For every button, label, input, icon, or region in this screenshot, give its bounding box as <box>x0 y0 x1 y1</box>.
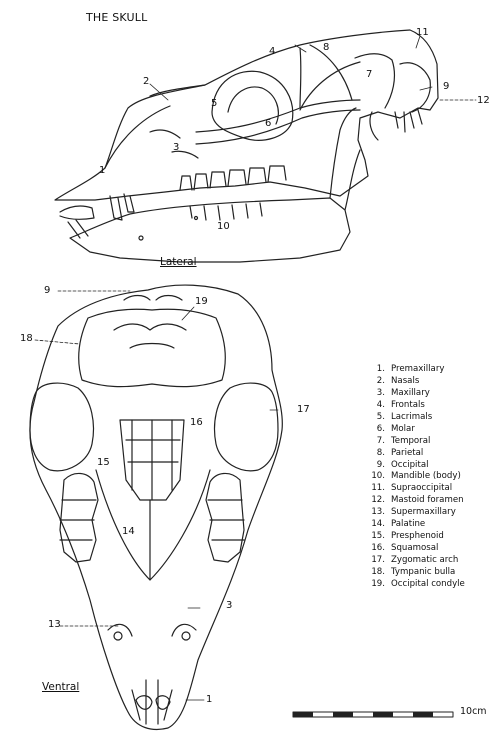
legend-item: 4.Frontals <box>361 400 491 412</box>
lateral-label-11: 11 <box>416 28 429 38</box>
legend-item: 18.Tympanic bulla <box>361 567 491 579</box>
ventral-view-label: Ventral <box>42 681 79 693</box>
lateral-label-2: 2 <box>143 77 149 87</box>
legend-item: 10.Mandible (body) <box>361 471 491 483</box>
ventral-label-15: 15 <box>97 458 110 468</box>
legend-item: 17.Zygomatic arch <box>361 555 491 567</box>
ventral-label-1: 1 <box>206 695 212 705</box>
ventral-label-17: 17 <box>297 405 310 415</box>
legend-item: 16.Squamosal <box>361 543 491 555</box>
legend-item: 13.Supermaxillary <box>361 507 491 519</box>
ventral-skull-drawing <box>30 285 282 729</box>
ventral-label-9: 9 <box>44 286 50 296</box>
legend-item: 15.Presphenoid <box>361 531 491 543</box>
ventral-label-13: 13 <box>48 620 61 630</box>
lateral-label-9: 9 <box>443 82 449 92</box>
lateral-skull-drawing <box>55 30 438 262</box>
legend-item: 9.Occipital <box>361 460 491 472</box>
lateral-label-5: 5 <box>211 99 217 109</box>
lateral-label-7: 7 <box>366 70 372 80</box>
lateral-label-12: 12 <box>477 96 490 106</box>
legend-item: 11.Supraoccipital <box>361 483 491 495</box>
legend-item: 7.Temporal <box>361 436 491 448</box>
lateral-view-label: Lateral <box>160 256 197 268</box>
legend-item: 1.Premaxillary <box>361 364 491 376</box>
lateral-label-10: 10 <box>217 222 230 232</box>
legend-item: 19.Occipital condyle <box>361 579 491 591</box>
legend-item: 12.Mastoid foramen <box>361 495 491 507</box>
ventral-label-14: 14 <box>122 527 135 537</box>
ventral-label-3: 3 <box>226 601 232 611</box>
lateral-label-6: 6 <box>265 119 271 129</box>
lateral-label-1: 1 <box>99 166 105 176</box>
legend-item: 6.Molar <box>361 424 491 436</box>
ventral-label-18: 18 <box>20 334 33 344</box>
legend-item: 8.Parietal <box>361 448 491 460</box>
ventral-label-19: 19 <box>195 297 208 307</box>
lateral-label-3: 3 <box>173 143 179 153</box>
ventral-label-16: 16 <box>190 418 203 428</box>
scale-bar <box>293 712 453 717</box>
lateral-label-8: 8 <box>323 43 329 53</box>
legend-item: 5.Lacrimals <box>361 412 491 424</box>
legend: 1.Premaxillary 2.Nasals 3.Maxillary 4.Fr… <box>361 364 491 591</box>
lateral-label-4: 4 <box>269 47 275 57</box>
legend-item: 2.Nasals <box>361 376 491 388</box>
legend-item: 3.Maxillary <box>361 388 491 400</box>
figure-title: THE SKULL <box>86 11 147 24</box>
scale-label: 10cm <box>460 706 487 717</box>
legend-item: 14.Palatine <box>361 519 491 531</box>
